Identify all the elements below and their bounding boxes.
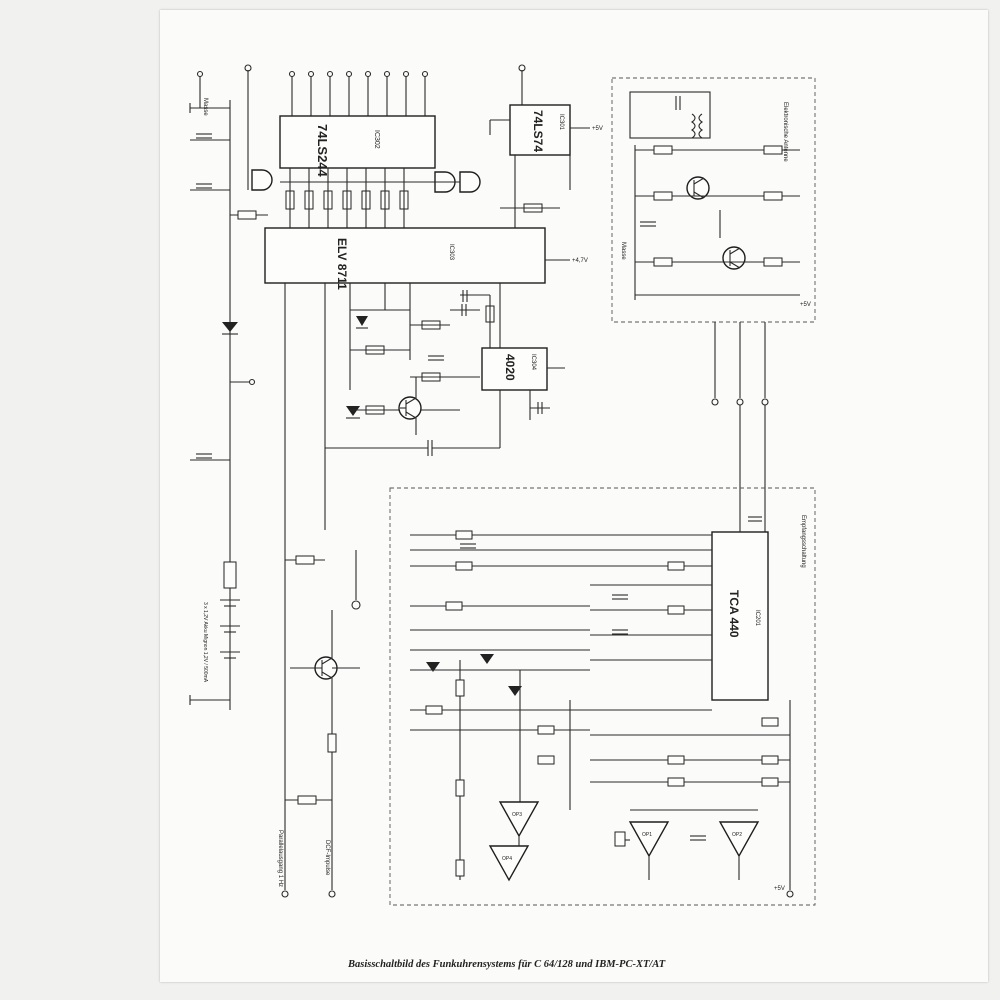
- mid-components: [325, 304, 501, 456]
- figure-caption: Basisschaltbild des Funkuhrensystems für…: [348, 959, 666, 970]
- ic302-box: 74LS244 IC302: [279, 115, 436, 178]
- opamp-op4-label: OP4: [502, 856, 512, 862]
- receiver-block: Empfangsschaltung TCA 440 IC201: [389, 487, 816, 906]
- ic301-box: 74LS74 IC301 +5V: [489, 104, 603, 235]
- receiver-supply-label: +5V: [774, 886, 785, 892]
- ic304-ref: IC304: [530, 354, 536, 371]
- antenna-ground-label: Masse: [620, 242, 626, 260]
- ic303-box: ELV 8711 IC303 +4,7V: [264, 227, 588, 560]
- ic303-part: ELV 8711: [335, 238, 349, 290]
- opamp-wiring: [518, 809, 758, 880]
- ic201-part: TCA 440: [727, 590, 741, 638]
- out-label-dcf: DCF-Impulse: [324, 840, 330, 876]
- output-transistor-chain: Parallelausgang 1 Hz DCF-Impulse 3 x 1,2…: [202, 98, 361, 898]
- opamp-op3-label: OP3: [512, 812, 522, 818]
- antenna-label: Elektronische Antenne: [782, 102, 788, 162]
- gate-n303: [435, 171, 481, 193]
- ic303-supply: +4,7V: [572, 258, 588, 264]
- opamp-op2: OP2: [718, 821, 760, 858]
- ic301-ref: IC301: [558, 114, 564, 131]
- gate-n301: [251, 169, 273, 191]
- ic302-part: 74LS244: [315, 124, 330, 178]
- opamp-op3: OP3: [498, 801, 540, 838]
- resistor-array: [280, 168, 435, 232]
- schematic-sheet: 74LS244 IC302 74LS74 IC301: [160, 10, 988, 982]
- antenna-supply-label: +5V: [800, 302, 811, 308]
- ic302-ref: IC302: [373, 130, 380, 149]
- opamp-op1: OP1: [628, 821, 670, 858]
- ic304-part: 4020: [503, 354, 517, 381]
- ic303-ref: IC303: [448, 244, 454, 261]
- opamp-op1-label: OP1: [642, 832, 652, 838]
- schematic-drawing: 74LS244 IC302 74LS74 IC301: [189, 64, 816, 906]
- antenna-block: Elektronische Antenne Masse +5V: [611, 77, 816, 570]
- receiver-label: Empfangsschaltung: [800, 515, 806, 568]
- ic301-supply: +5V: [592, 126, 603, 132]
- battery-label: 3 x 1,2V Akku Mignon 1,2V / 500mA: [202, 602, 208, 683]
- data-bus-pins: [196, 64, 526, 190]
- opamp-op4: OP4: [488, 845, 530, 882]
- crystal-and-ic304: 4020 IC304: [460, 290, 565, 420]
- ic201-ref: IC201: [754, 610, 760, 627]
- ic301-part: 74LS74: [531, 110, 545, 152]
- ground-label: Masse: [202, 98, 208, 116]
- out-label-1hz: Parallelausgang 1 Hz: [277, 830, 283, 887]
- left-supply-rail: [189, 100, 268, 710]
- opamp-op2-label: OP2: [732, 832, 742, 838]
